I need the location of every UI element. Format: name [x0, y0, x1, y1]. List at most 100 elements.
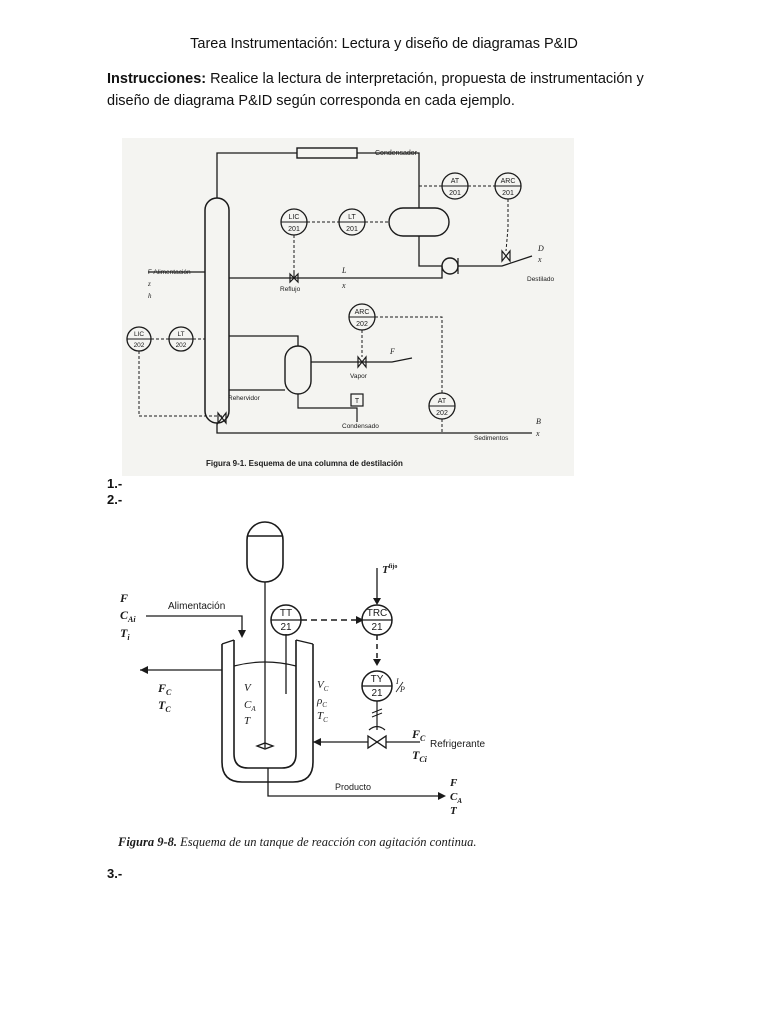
steam-valve [357, 355, 367, 369]
feed-arrow [238, 630, 246, 638]
feed-f: F [119, 591, 128, 605]
steam-fs: F [389, 347, 395, 356]
tt21-tag: TT [280, 608, 292, 619]
at202-tag: AT [438, 398, 447, 405]
outlet-tc: TC [158, 698, 171, 714]
coolant-outlet-arrow [140, 666, 148, 674]
figure-cstr: F CAi Ti Alimentación FC TC V CA T VC ρC… [117, 521, 485, 849]
liquid-level [233, 661, 297, 667]
instructions-text: Realice la lectura de interpretación, pr… [107, 71, 644, 109]
arc201-number: 201 [502, 190, 514, 197]
bottoms-valve [217, 411, 227, 425]
arc202-at202-signal [375, 316, 443, 393]
at202-number: 202 [436, 410, 448, 417]
outlet-fc: FC [157, 681, 172, 697]
product-f: F [449, 777, 458, 789]
arc201-tag: ARC [501, 178, 516, 185]
page-title: Tarea Instrumentación: Lectura y diseño … [190, 36, 578, 52]
condensate-label: Condensado [342, 423, 379, 430]
product-t: T [450, 805, 458, 817]
agitator-impeller [255, 742, 275, 750]
product-line [267, 768, 440, 797]
product-label: Producto [335, 782, 371, 792]
feed-ti: Ti [120, 626, 130, 642]
at201-tag: AT [451, 178, 460, 185]
product-arrow [438, 792, 446, 800]
valve-actuator [368, 725, 386, 731]
trc21-number: 21 [371, 622, 383, 633]
ty21-number: 21 [371, 688, 383, 699]
condensate-line [297, 394, 358, 422]
jacket-tc: TC [317, 710, 328, 724]
distillate-label: Destilado [527, 276, 554, 283]
steam-line [311, 357, 413, 363]
figure2-caption: Figura 9-8. Esquema de un tanque de reac… [117, 835, 477, 849]
jacket-rhoc: ρC [316, 695, 327, 709]
feed-hf: h [148, 292, 152, 300]
lt201-number: 201 [346, 226, 358, 233]
ty-i: I [395, 677, 399, 686]
item-1-label: 1.- [107, 476, 123, 491]
reactor-tank [233, 640, 297, 769]
reboiler-label: Rehervidor [228, 395, 261, 402]
ty-signal-hash2 [371, 712, 383, 718]
bottoms-xb: x [535, 429, 540, 438]
coolant-valve [367, 734, 387, 750]
jacket-top-right [295, 639, 314, 645]
distillate-d: D [537, 244, 544, 253]
at201-number: 201 [449, 190, 461, 197]
tank-ca: CA [244, 699, 256, 713]
bottoms-b: B [536, 417, 541, 426]
steam-trap [350, 393, 364, 407]
condenser-outlet-line [357, 152, 420, 208]
reflux-valve [289, 272, 299, 284]
xd2-label: x [341, 281, 346, 290]
trc21-tag: TRC [367, 608, 388, 619]
accumulator-outlet-line [418, 236, 442, 267]
feed-line [146, 615, 243, 634]
tank-v: V [244, 682, 252, 694]
arc202-number: 202 [356, 321, 368, 328]
agitator-motor [246, 521, 284, 583]
item-2-label: 2.- [107, 492, 123, 507]
trc-ty-arrow [373, 659, 381, 666]
setpoint-arrow [373, 598, 381, 605]
lic201-tag: LIC [289, 214, 300, 221]
arc202-tag: ARC [355, 309, 370, 316]
feed-label: F Alimentación [148, 269, 191, 276]
lt201-tag: LT [348, 214, 356, 221]
ty-p: P [399, 685, 405, 694]
sediments-label: Sedimentos [474, 435, 509, 442]
coolant-inlet-arrow [313, 738, 321, 746]
feed-label: Alimentación [168, 601, 225, 612]
feed-z: z [147, 280, 151, 288]
coolant-label: Refrigerante [430, 739, 485, 750]
distillate-valve [501, 249, 511, 263]
ty21-tag: TY [371, 674, 384, 685]
lic202-number: 202 [134, 342, 145, 349]
tt-trc-arrow [356, 616, 364, 624]
instructions-label: Instrucciones: [107, 71, 207, 87]
ty-signal-hash1 [371, 708, 383, 714]
feed-cai: CAi [120, 608, 136, 624]
setpoint-label: Tfijo [382, 564, 397, 576]
product-ca: CA [450, 791, 462, 805]
lt202-number: 202 [176, 342, 187, 349]
lic202-valve-signal [138, 351, 222, 417]
jacket-vc: VC [317, 679, 329, 693]
figure-distillation-column: Condensador Reflujo L x D x Destilado AT… [122, 138, 574, 476]
reflux-label: Reflujo [280, 286, 301, 293]
jacket-top-left [221, 639, 235, 645]
figure1-caption: Figura 9-1. Esquema de una columna de de… [206, 459, 403, 468]
tt21-number: 21 [280, 622, 292, 633]
ty-ip-slash [395, 681, 404, 693]
item-3-label: 3.- [107, 866, 123, 881]
reflux-line [229, 266, 443, 279]
coolant-fc: FC [411, 727, 426, 743]
lic201-number: 201 [288, 226, 300, 233]
lo-label: L [341, 266, 347, 275]
distillate-xd: x [537, 255, 542, 264]
bottoms-line [216, 423, 532, 434]
reboiler-vapor-return [229, 335, 299, 346]
distillate-line [458, 255, 533, 267]
